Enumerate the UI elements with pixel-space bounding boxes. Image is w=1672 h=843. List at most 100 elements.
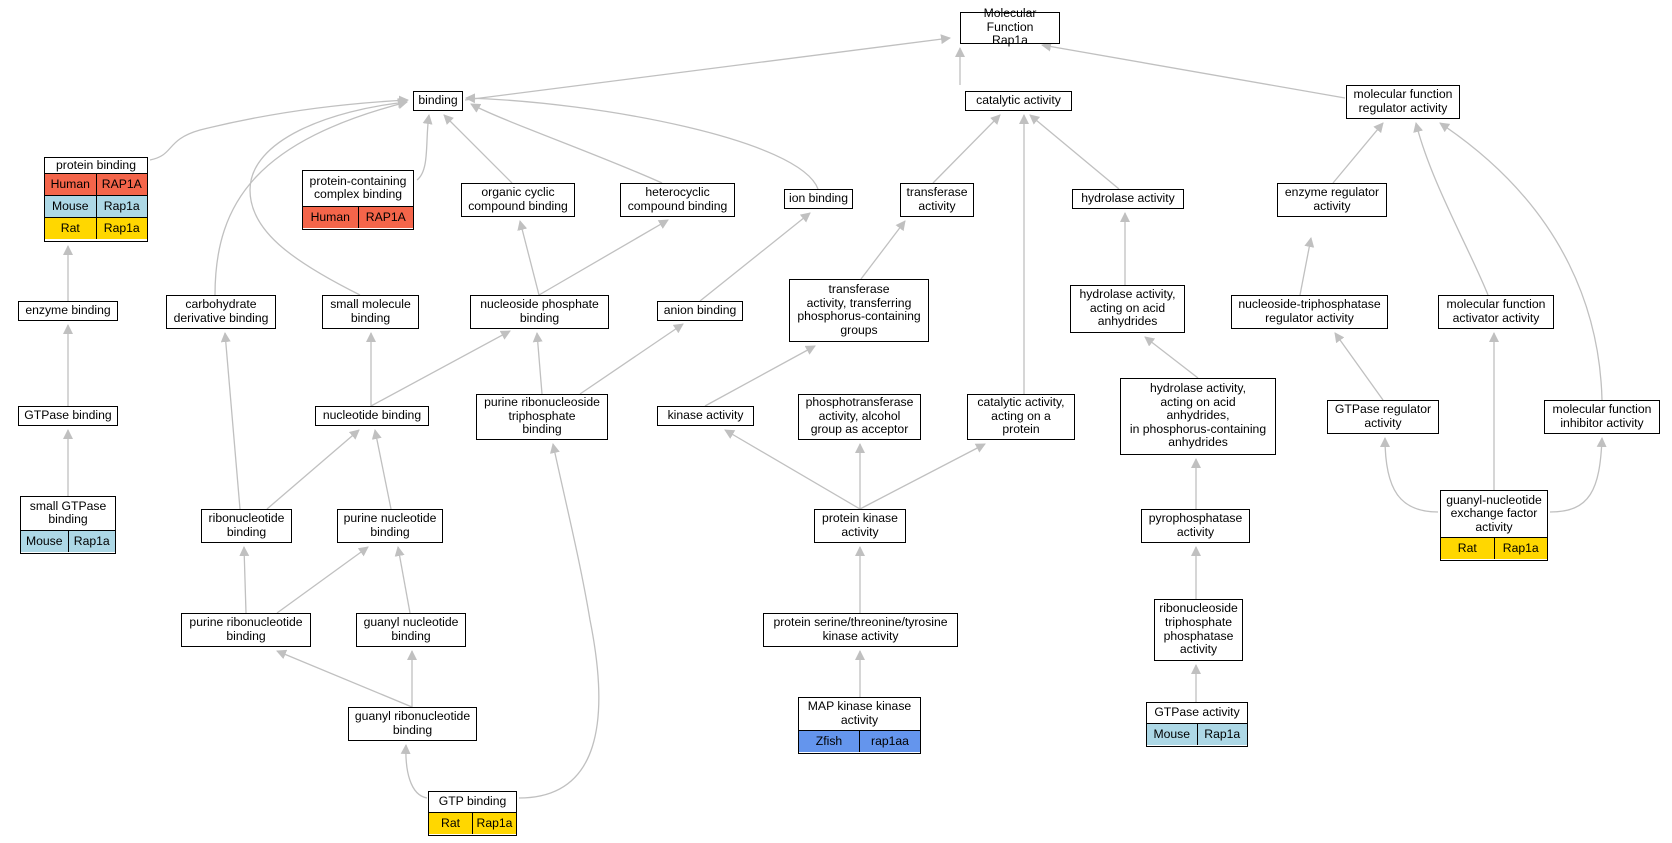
go-term-prntpb[interactable]: purine ribonucleoside triphosphate bindi…	[476, 394, 608, 440]
edge-mfinh	[1439, 122, 1603, 401]
go-term-stytk[interactable]: protein serine/threonine/tyrosine kinase…	[763, 613, 958, 647]
edge-mfreg	[1041, 41, 1346, 99]
go-term-phosAlc[interactable]: phosphotransferase activity, alcohol gro…	[798, 394, 921, 440]
species-annotation-row: Rat Rap1a	[429, 811, 516, 834]
gene-symbol: Rap1a	[1196, 723, 1248, 745]
edge-pccb	[416, 114, 433, 181]
species-name: Mouse	[25, 533, 63, 548]
gene-symbol: Rap1a	[472, 812, 516, 834]
go-term-label: small GTPase binding	[29, 498, 107, 527]
go-term-label: hydrolase activity, acting on acid anhyd…	[1079, 287, 1176, 329]
go-term-hccb[interactable]: heterocyclic compound binding	[620, 183, 735, 217]
edge-hccb	[470, 103, 663, 184]
go-term-binding[interactable]: binding	[413, 91, 463, 111]
edge-catalytic	[464, 34, 951, 101]
go-term-ionb[interactable]: ion binding	[784, 189, 853, 209]
go-term-protkin[interactable]: protein kinase activity	[814, 509, 906, 543]
go-term-hydroAcid[interactable]: hydrolase activity, acting on acid anhyd…	[1070, 285, 1185, 333]
edge-hydroAcidP	[1144, 336, 1199, 379]
go-term-transfP[interactable]: transferase activity, transferring phosp…	[789, 279, 929, 342]
go-term-rntpase[interactable]: ribonucleoside triphosphate phosphatase …	[1154, 599, 1243, 661]
edge-carbo-edge	[220, 332, 241, 510]
go-term-label: hydrolase activity	[1081, 190, 1175, 205]
go-term-label: purine ribonucleotide binding	[189, 615, 303, 643]
gene-symbol: Rap1a	[95, 196, 148, 217]
go-term-kinase[interactable]: kinase activity	[657, 406, 754, 426]
go-term-label: protein serine/threonine/tyrosine kinase…	[773, 615, 948, 643]
go-term-grnb[interactable]: guanyl ribonucleotide binding	[348, 707, 477, 741]
go-term-mfact[interactable]: molecular function activator activity	[1438, 295, 1554, 329]
go-term-carbo[interactable]: carbohydrate derivative binding	[166, 295, 276, 329]
go-term-prnb[interactable]: purine ribonucleotide binding	[181, 613, 311, 647]
go-term-transf[interactable]: transferase activity	[900, 183, 974, 217]
gene-symbol: RAP1A	[357, 206, 414, 228]
go-term-hydro[interactable]: hydrolase activity	[1072, 189, 1184, 209]
go-term-label: catalytic activity	[976, 92, 1061, 107]
go-term-occb[interactable]: organic cyclic compound binding	[461, 183, 575, 217]
go-term-ribonucb[interactable]: ribonucleotide binding	[201, 509, 292, 543]
go-term-gnef[interactable]: guanyl-nucleotide exchange factor activi…	[1440, 490, 1548, 561]
go-term-catProt[interactable]: catalytic activity, acting on a protein	[967, 394, 1075, 440]
edge-smallmol	[249, 97, 408, 296]
go-term-mfreg[interactable]: molecular function regulator activity	[1346, 85, 1460, 119]
edge-gnef	[1549, 437, 1607, 513]
go-term-anion[interactable]: anion binding	[657, 301, 743, 321]
go-term-gtpreg[interactable]: GTPase regulator activity	[1327, 400, 1439, 434]
go-term-label: hydrolase activity, acting on acid anhyd…	[1129, 381, 1267, 450]
species-annotation-row: Rat Rap1a	[1441, 536, 1548, 559]
go-term-label: small molecule binding	[330, 297, 411, 325]
edge-gtpb	[518, 443, 600, 799]
go-term-enzb[interactable]: enzyme binding	[18, 301, 118, 321]
go-term-label: nucleoside phosphate binding	[480, 297, 599, 325]
go-term-smallmol[interactable]: small molecule binding	[322, 295, 419, 329]
go-term-purnucb[interactable]: purine nucleotide binding	[337, 509, 443, 543]
edge-grnb	[276, 649, 413, 708]
go-term-label: protein binding	[56, 157, 136, 172]
edge-protbind	[149, 95, 409, 161]
go-term-label: transferase activity	[906, 185, 968, 213]
go-term-nucb[interactable]: nucleotide binding	[315, 406, 429, 426]
go-term-label: carbohydrate derivative binding	[173, 297, 269, 325]
go-term-label: purine ribonucleoside triphosphate bindi…	[484, 395, 600, 437]
edge-transfP	[860, 220, 906, 280]
go-term-pyro[interactable]: pyrophosphatase activity	[1141, 509, 1250, 543]
go-term-mf[interactable]: Molecular Function Rap1a	[960, 6, 1060, 47]
go-term-mfinh[interactable]: molecular function inhibitor activity	[1544, 400, 1660, 434]
go-term-label: guanyl ribonucleotide binding	[354, 709, 471, 737]
go-term-label: phosphotransferase activity, alcohol gro…	[805, 395, 914, 437]
go-term-label: purine nucleotide binding	[343, 511, 437, 539]
edge-nucb	[370, 330, 511, 407]
edge-protkin	[859, 443, 986, 510]
edge-gtpb	[400, 744, 428, 799]
edge-hydro	[1029, 114, 1120, 190]
edge-anion	[699, 212, 811, 302]
gene-symbol: Rap1a	[1493, 537, 1548, 559]
go-term-ntpreg[interactable]: nucleoside-triphosphatase regulator acti…	[1231, 295, 1388, 329]
go-term-label: ion binding	[789, 190, 848, 205]
edge-ionb	[465, 93, 819, 190]
go-term-label: heterocyclic compound binding	[627, 185, 728, 213]
go-term-nsphos[interactable]: nucleoside phosphate binding	[470, 295, 609, 329]
go-term-label: GTPase activity	[1154, 705, 1240, 720]
species-name: Rat	[1457, 540, 1477, 555]
go-term-hydroAcidP[interactable]: hydrolase activity, acting on acid anhyd…	[1120, 378, 1276, 455]
go-term-catalytic[interactable]: catalytic activity	[965, 91, 1072, 111]
go-term-enzreg[interactable]: enzyme regulator activity	[1277, 183, 1387, 217]
go-term-guanylnb[interactable]: guanyl nucleotide binding	[356, 613, 466, 647]
species-name: Rat	[441, 815, 460, 830]
go-term-label: GTP binding	[438, 794, 507, 809]
go-term-gtpaseb[interactable]: GTPase binding	[18, 406, 118, 426]
go-term-label: nucleoside-triphosphatase regulator acti…	[1238, 297, 1381, 325]
